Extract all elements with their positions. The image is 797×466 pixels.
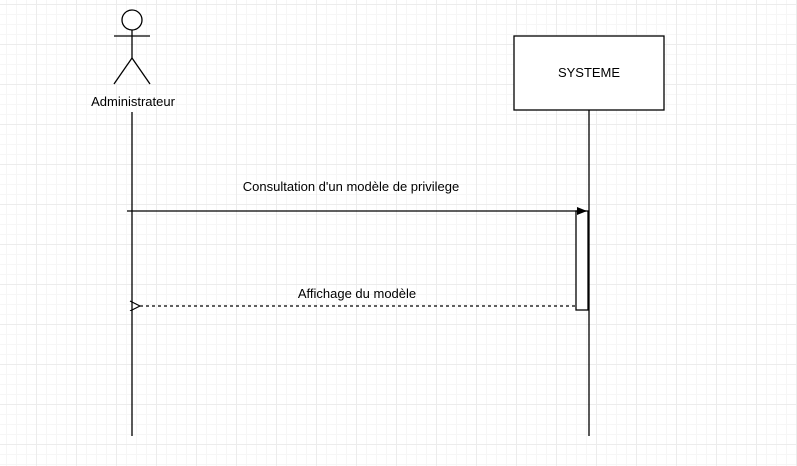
participant-systeme[interactable]: SYSTEME bbox=[513, 35, 665, 111]
actor-stick-figure-icon bbox=[113, 9, 151, 85]
actor-label: Administrateur bbox=[91, 94, 175, 109]
actor-administrateur[interactable]: Administrateur bbox=[91, 9, 176, 109]
participant-label: SYSTEME bbox=[558, 65, 620, 80]
activation-bar bbox=[575, 210, 589, 311]
message-label: Affichage du modèle bbox=[298, 286, 416, 301]
message-consultation[interactable]: Consultation d'un modèle de privilege bbox=[127, 179, 587, 215]
participant-box bbox=[513, 35, 665, 111]
message-label: Consultation d'un modèle de privilege bbox=[243, 179, 459, 194]
message-affichage[interactable]: Affichage du modèle bbox=[140, 286, 575, 306]
